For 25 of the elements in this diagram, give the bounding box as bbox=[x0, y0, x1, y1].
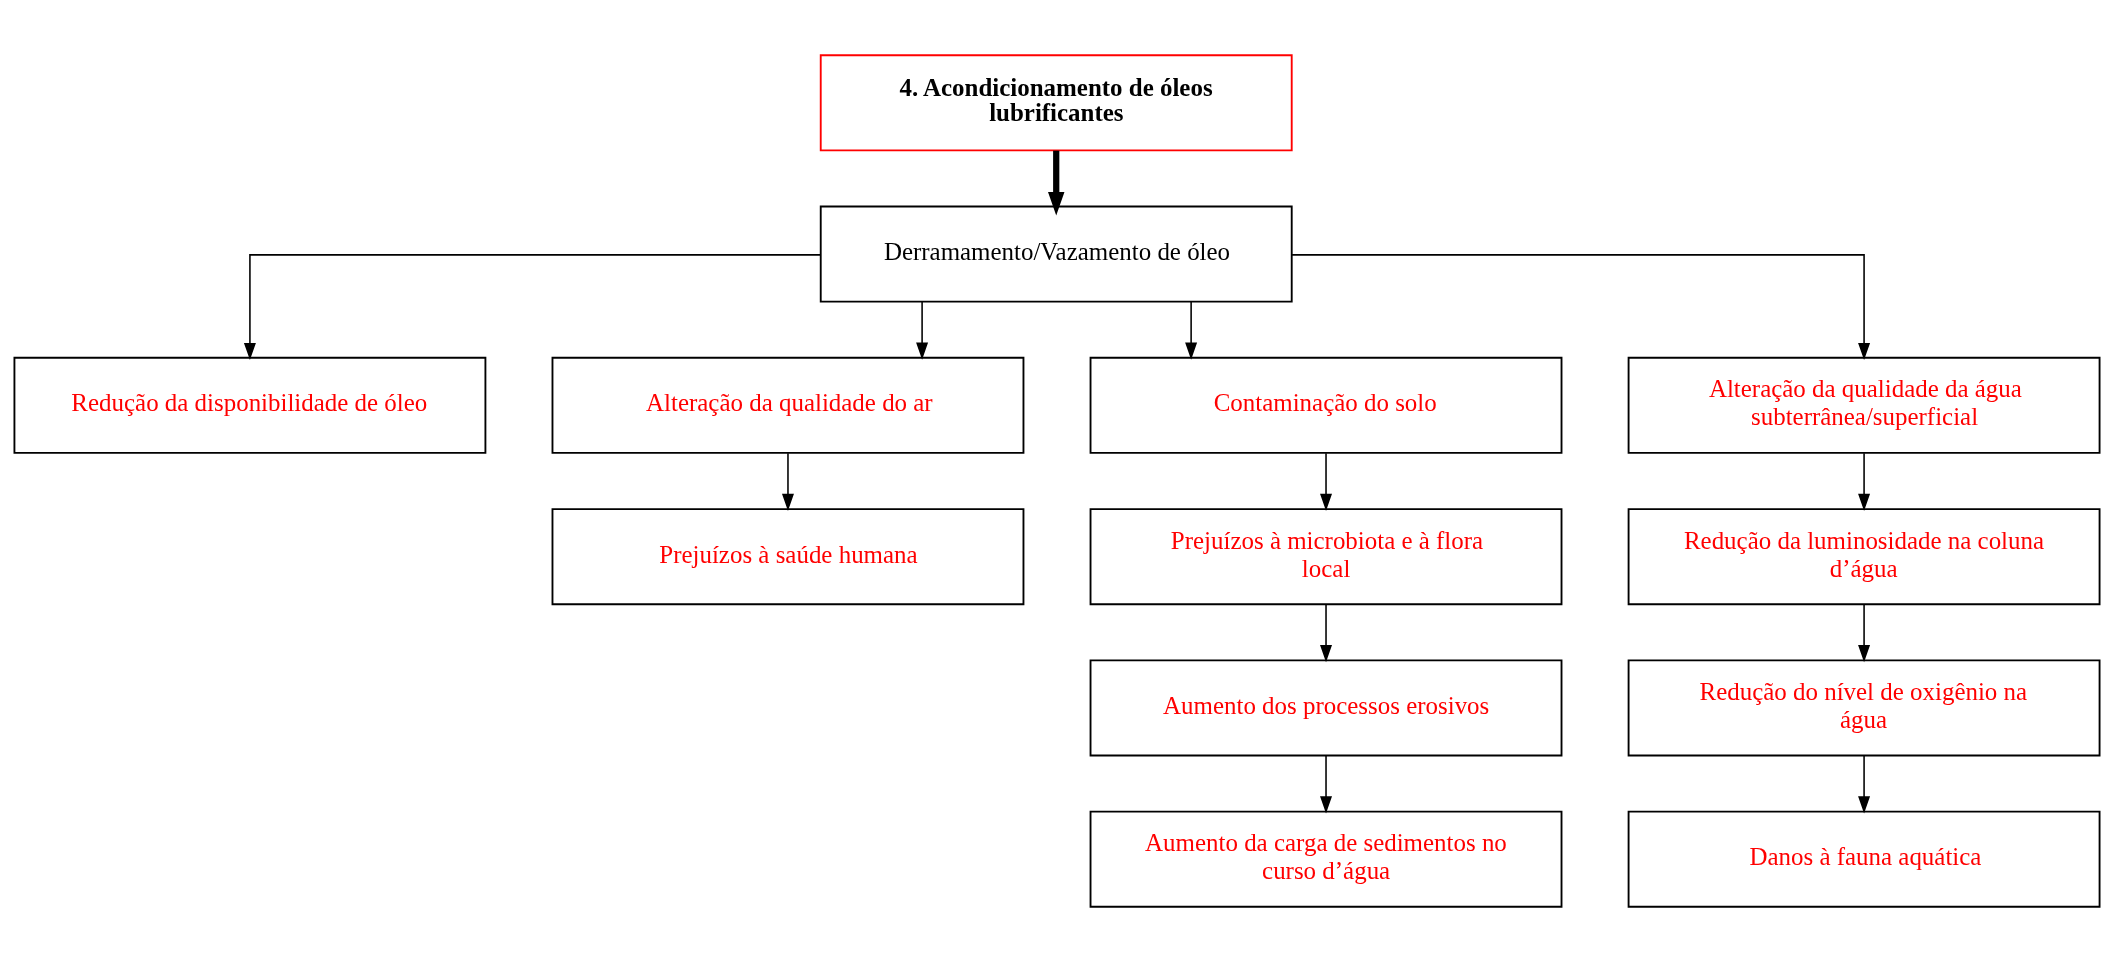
arrow bbox=[1320, 603, 1333, 662]
arrow bbox=[1048, 150, 1065, 215]
node-box: Redução do nível de oxigênio na água bbox=[1627, 658, 2101, 756]
node-box: Alteração da qualidade da água subterrânea/superficial bbox=[1627, 356, 2101, 454]
node-box: Contaminação do solo bbox=[1089, 356, 1563, 454]
node-box: Prejuízos à microbiota e à flora local bbox=[1089, 507, 1563, 605]
arrow bbox=[1858, 754, 1871, 813]
node-box: Redução da luminosidade na coluna d’água bbox=[1627, 507, 2101, 605]
node-box: Aumento da carga de sedimentos no curso d’água bbox=[1089, 810, 1563, 908]
arrow bbox=[781, 451, 794, 511]
arrow bbox=[1858, 603, 1871, 662]
arrow bbox=[1320, 754, 1333, 813]
arrow bbox=[243, 253, 822, 360]
node-box: Derramamento/Vazamento de óleo bbox=[819, 205, 1293, 303]
arrow bbox=[1320, 451, 1333, 511]
arrow bbox=[1291, 253, 1871, 360]
arrow bbox=[1185, 300, 1198, 360]
node-box: Danos à fauna aquática bbox=[1627, 810, 2101, 908]
node-box: Prejuízos à saúde humana bbox=[551, 507, 1025, 605]
arrow bbox=[916, 300, 929, 360]
node-box: Redução da disponibilidade de óleo bbox=[13, 356, 487, 454]
node-box: 4. Acondicionamento de óleos lubrificantes bbox=[819, 53, 1293, 151]
arrow bbox=[1858, 451, 1871, 511]
node-box: Alteração da qualidade do ar bbox=[551, 356, 1025, 454]
node-box: Aumento dos processos erosivos bbox=[1089, 658, 1563, 756]
